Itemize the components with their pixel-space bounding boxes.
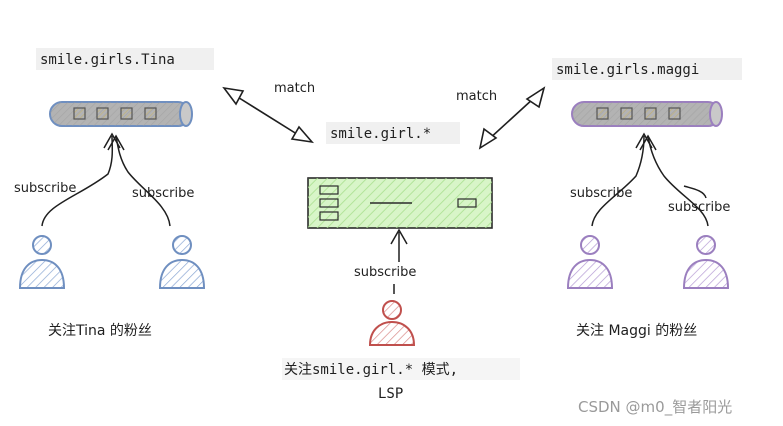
svg-text:LSP: LSP bbox=[378, 386, 403, 402]
topic-center-label: smile.girl.* bbox=[326, 122, 460, 144]
user-right-2-icon bbox=[682, 235, 730, 289]
subscribe-left-arrows bbox=[41, 132, 171, 227]
subscribe-left-label-2: subscribe bbox=[132, 186, 194, 201]
caption-right: 关注 Maggi 的粉丝 bbox=[576, 323, 697, 339]
subscribe-left-label-1: subscribe bbox=[14, 181, 76, 196]
subscribe-right-arrows bbox=[591, 132, 709, 227]
topic-right-label: smile.girls.maggi bbox=[552, 58, 742, 80]
user-left-1-icon bbox=[18, 235, 66, 289]
caption-left: 关注Tina 的粉丝 bbox=[48, 323, 152, 339]
match-left-arrow bbox=[222, 86, 315, 144]
match-left-label: match bbox=[274, 81, 315, 96]
user-center-icon bbox=[368, 300, 416, 346]
subscribe-right-label-1: subscribe bbox=[570, 186, 632, 201]
caption-center: 关注smile.girl.* 模式, LSP bbox=[282, 358, 520, 402]
queue-right-icon bbox=[571, 101, 723, 127]
exchange-box bbox=[307, 177, 493, 229]
svg-text:smile.girls.Tina: smile.girls.Tina bbox=[40, 52, 175, 68]
topic-left-label: smile.girls.Tina bbox=[36, 48, 214, 70]
subscribe-right-label-2: subscribe bbox=[668, 200, 730, 215]
match-right-arrow bbox=[478, 86, 546, 150]
subscribe-center-label: subscribe bbox=[354, 265, 416, 280]
subscribe-center-arrow bbox=[390, 228, 408, 294]
watermark: CSDN @m0_智者阳光 bbox=[578, 398, 732, 417]
queue-left-icon bbox=[49, 101, 193, 127]
user-right-1-icon bbox=[566, 235, 614, 289]
user-left-2-icon bbox=[158, 235, 206, 289]
svg-text:关注smile.girl.* 模式,: 关注smile.girl.* 模式, bbox=[284, 362, 458, 378]
match-right-label: match bbox=[456, 89, 497, 104]
svg-text:smile.girl.*: smile.girl.* bbox=[330, 126, 431, 142]
svg-text:smile.girls.maggi: smile.girls.maggi bbox=[556, 62, 699, 78]
